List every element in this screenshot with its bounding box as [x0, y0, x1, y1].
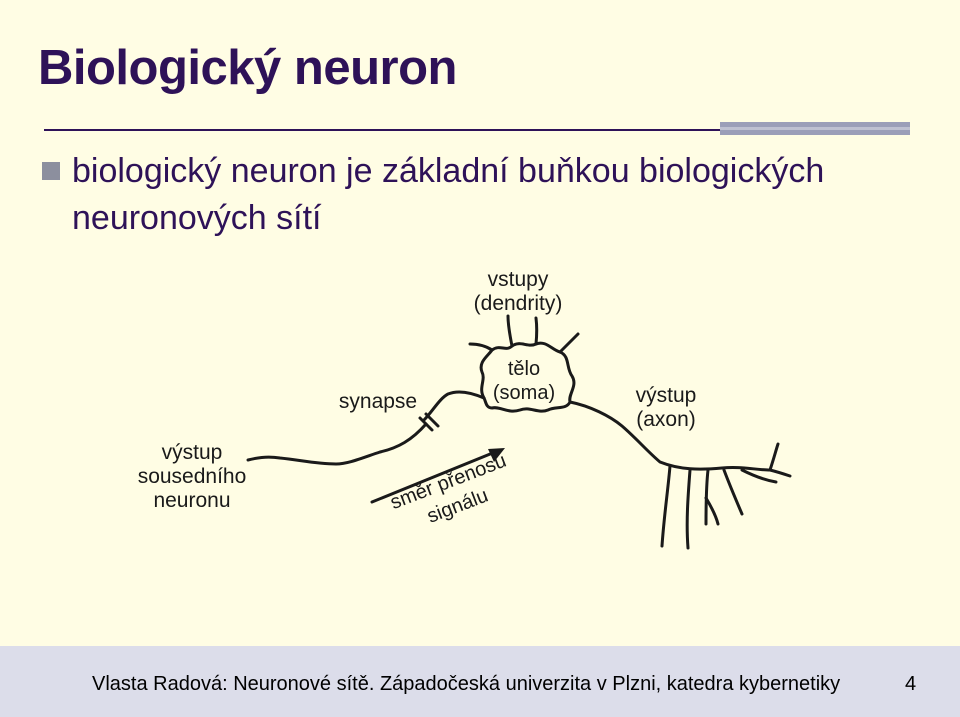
neighbor-output-label-line2: sousedního	[122, 465, 262, 489]
neighbor-output-label-line3: neuronu	[122, 489, 262, 513]
axon-label-line1: výstup	[616, 384, 716, 408]
dendrite-4	[560, 334, 578, 352]
neighbor-axon	[248, 424, 426, 464]
inputs-label-line1: vstupy	[458, 268, 578, 292]
neighbor-output-label-line1: výstup	[122, 441, 262, 465]
dendrite-1	[508, 316, 512, 346]
axon-branch-7	[770, 444, 778, 470]
axon-branch-2	[687, 470, 690, 548]
synapse-label: synapse	[330, 390, 426, 414]
footer-text: Vlasta Radová: Neuronové sítě. Západočes…	[92, 673, 840, 696]
soma-label-line2: (soma)	[474, 381, 574, 405]
axon-label: výstup (axon)	[616, 384, 716, 432]
inputs-label-line2: (dendrity)	[458, 292, 578, 316]
axon-branch-1	[662, 466, 670, 546]
dendrite-2	[536, 318, 537, 344]
axon-branch-5	[724, 470, 742, 514]
axon-label-line2: (axon)	[616, 408, 716, 432]
inputs-label: vstupy (dendrity)	[458, 268, 578, 316]
page-number: 4	[905, 673, 916, 696]
neighbor-output-label: výstup sousedního neuronu	[122, 441, 262, 513]
soma-label: tělo (soma)	[474, 357, 574, 405]
axon-branch-4	[706, 498, 718, 524]
axon-branch-6	[742, 470, 776, 482]
soma-label-line1: tělo	[474, 357, 574, 381]
dendrite-3	[470, 344, 492, 350]
